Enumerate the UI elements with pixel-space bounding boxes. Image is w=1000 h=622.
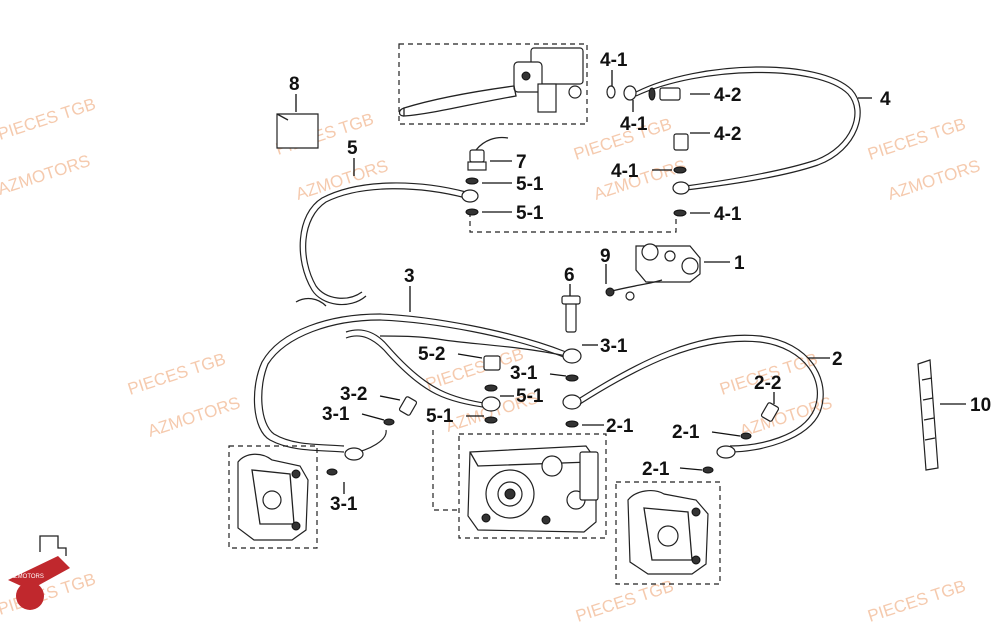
watermark-pieces-tgb: PIECES TGB	[865, 576, 968, 622]
watermark-azmotors: AZMOTORS	[0, 151, 93, 199]
part-labels: 4-1 4-2 4-1 4-2 4-1 4-1 4 8 5 7 5-1 5-1 …	[289, 50, 991, 515]
brake-hose-3-branch	[379, 335, 567, 357]
label-4-2: 4-2	[714, 85, 741, 106]
hose-bracket	[295, 297, 327, 307]
label-5-2: 5-2	[418, 344, 445, 365]
label-5-1: 5-1	[516, 174, 544, 195]
master-cylinder-group-box	[398, 43, 588, 125]
brake-hose-3	[253, 313, 567, 453]
label-3-1: 3-1	[322, 404, 350, 425]
abs-unit-group-box	[458, 433, 607, 539]
azmotors-logo: AZMOTORS	[8, 535, 70, 610]
watermark-pieces-tgb: PIECES TGB	[573, 576, 676, 622]
label-3-1: 3-1	[510, 363, 538, 384]
washer	[702, 466, 714, 474]
label-4: 4	[880, 89, 891, 110]
distribution-valve-1	[605, 243, 701, 301]
watermark-pieces-tgb: PIECES TGB	[865, 114, 968, 164]
label-4-1: 4-1	[714, 204, 742, 225]
bleed-screw	[398, 396, 418, 416]
brake-hose-5-2	[345, 329, 491, 405]
washer	[740, 432, 752, 440]
label-1: 1	[734, 253, 745, 274]
logo-text: AZMOTORS	[10, 574, 44, 580]
cable-tie-10	[917, 359, 939, 471]
logo-outline	[39, 535, 67, 556]
watermark-azmotors: AZMOTORS	[293, 156, 390, 204]
watermark-azmotors: AZMOTORS	[885, 156, 982, 204]
watermark-azmotors: AZMOTORS	[145, 393, 242, 441]
label-2: 2	[832, 349, 843, 370]
label-6: 6	[564, 265, 575, 286]
label-3-1: 3-1	[600, 336, 628, 357]
master-cylinder-lever	[398, 47, 584, 117]
abs-modulator-unit	[467, 445, 599, 533]
label-5: 5	[347, 138, 358, 159]
watermark-pieces-tgb: PIECES TGB	[125, 349, 228, 399]
rear-brake-caliper	[627, 490, 709, 575]
label-4-1: 4-1	[620, 114, 648, 135]
front-brake-caliper	[237, 453, 309, 541]
brake-hose-2-inner	[579, 340, 819, 447]
label-5-1: 5-1	[516, 203, 544, 224]
rear-caliper-group-box	[615, 481, 721, 585]
label-2-1: 2-1	[642, 459, 670, 480]
abs-fittings	[481, 295, 582, 428]
logo-wing	[8, 556, 70, 590]
label-2-1: 2-1	[672, 422, 700, 443]
leader-lines	[295, 70, 966, 494]
washer	[383, 418, 395, 426]
connector-dashed-line	[469, 212, 677, 233]
label-2-1: 2-1	[606, 416, 634, 437]
watermark-azmotors: AZMOTORS	[737, 393, 834, 441]
brake-hose-4-inner	[635, 71, 856, 187]
brake-hose-2	[579, 334, 824, 453]
label-8: 8	[289, 74, 300, 95]
label-4-1: 4-1	[600, 50, 628, 71]
pressure-switch-7	[461, 136, 509, 216]
label-4-2: 4-2	[714, 124, 741, 145]
banjo-fitting	[716, 445, 736, 459]
banjo-fitting	[344, 447, 364, 461]
banjo-fittings-4	[606, 85, 690, 217]
label-7: 7	[516, 152, 527, 173]
brake-hose-4	[635, 66, 861, 191]
brake-hose-5-2-inner	[345, 335, 491, 409]
logo-emblem	[16, 582, 44, 610]
label-3-1: 3-1	[330, 494, 358, 515]
label-5-1: 5-1	[516, 386, 544, 407]
brake-hose-5	[299, 182, 467, 306]
label-3: 3	[404, 266, 415, 287]
label-10: 10	[970, 395, 991, 416]
front-caliper-group-box	[228, 445, 318, 549]
label-plate	[276, 113, 319, 149]
watermark-azmotors: AZMOTORS	[591, 156, 688, 204]
brake-hose-5-inner	[305, 188, 467, 299]
washer	[326, 468, 338, 476]
label-5-1: 5-1	[426, 406, 454, 427]
brake-hose-3-inner	[261, 319, 567, 447]
label-2-2: 2-2	[754, 373, 781, 394]
label-9: 9	[600, 246, 611, 267]
label-3-2: 3-2	[340, 384, 367, 405]
bleed-screw	[760, 402, 780, 422]
watermark-pieces-tgb: PIECES TGB	[0, 94, 98, 144]
label-4-1: 4-1	[611, 161, 639, 182]
connector-dashed-line	[432, 430, 459, 511]
